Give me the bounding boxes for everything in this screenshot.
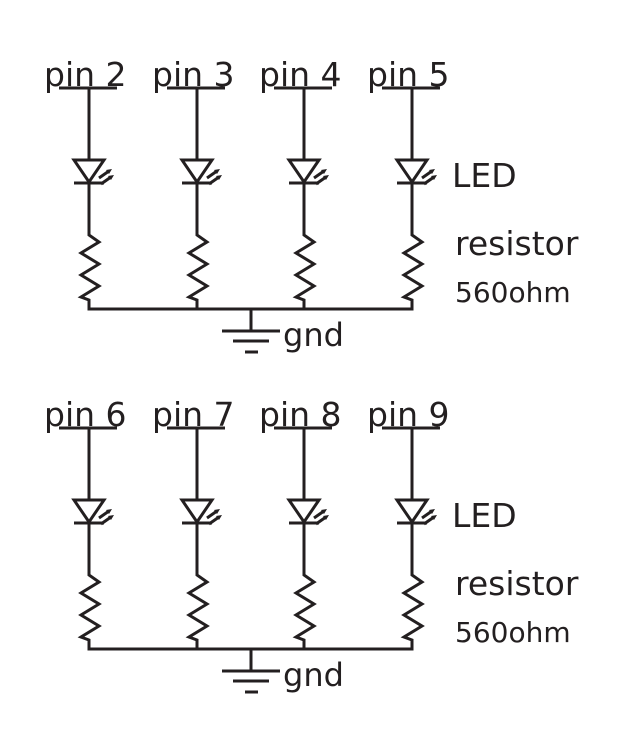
resistor-icon: [77, 572, 102, 649]
led-branch: pin 7: [152, 395, 235, 649]
resistor-icon: [400, 232, 425, 309]
led-icon: [286, 498, 329, 526]
resistor-label: resistor: [455, 224, 579, 263]
led-icon: [71, 158, 114, 186]
resistor-value: 560ohm: [455, 276, 571, 309]
ground-label: gnd: [283, 656, 344, 694]
led-icon: [394, 498, 437, 526]
led-branch: pin 6: [44, 395, 127, 649]
ground-icon: [222, 649, 280, 694]
ground-icon: [222, 309, 280, 354]
led-label: LED: [452, 156, 517, 195]
resistor-icon: [400, 572, 425, 649]
led-icon: [179, 158, 222, 186]
resistor-icon: [292, 232, 317, 309]
ground-label: gnd: [283, 316, 344, 354]
led-branch: pin 2: [44, 55, 127, 309]
resistor-icon: [292, 572, 317, 649]
resistor-icon: [185, 232, 210, 309]
led-branch: pin 8: [259, 395, 342, 649]
resistor-value: 560ohm: [455, 616, 571, 649]
resistor-label: resistor: [455, 564, 579, 603]
circuit-group-1: pin 2 pin 3 pin 4 pin 5 gnd LED resistor 560ohm: [44, 55, 579, 354]
led-icon: [286, 158, 329, 186]
led-icon: [71, 498, 114, 526]
circuit-group-2: pin 6 pin 7 pin 8 pin 9 gnd LED resistor 560ohm: [44, 395, 579, 694]
resistor-icon: [185, 572, 210, 649]
resistor-icon: [77, 232, 102, 309]
led-branch: pin 3: [152, 55, 235, 309]
led-icon: [394, 158, 437, 186]
led-branch: pin 5: [367, 55, 450, 309]
led-label: LED: [452, 496, 517, 535]
led-branch: pin 9: [367, 395, 450, 649]
led-branch: pin 4: [259, 55, 342, 309]
led-icon: [179, 498, 222, 526]
